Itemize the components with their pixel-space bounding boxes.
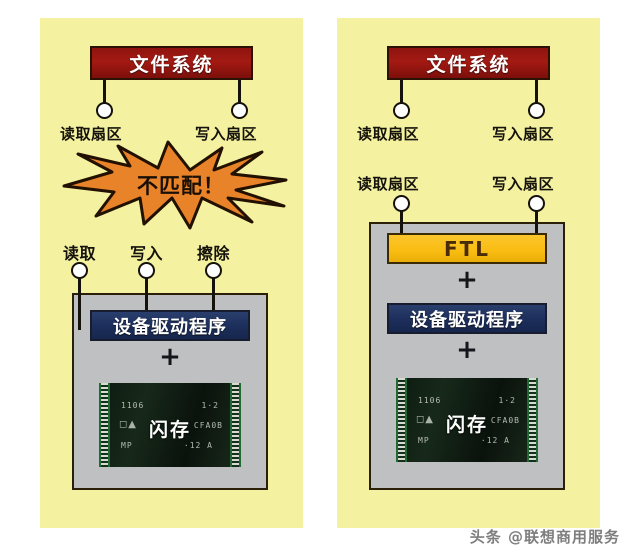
device-driver-label-right: 设备驱动程序 — [410, 309, 524, 331]
device-driver-label-left: 设备驱动程序 — [113, 316, 227, 338]
chip-pins-right-left — [230, 383, 241, 467]
label-write-left: 写入 — [130, 244, 164, 263]
label-read-sector-ftl-right: 读取扇区 — [357, 175, 420, 193]
chip-marking-top-left-left: 1106 — [121, 401, 145, 410]
chip-marking-top-right-left: 1·2 — [201, 401, 219, 410]
chip-body-left — [99, 383, 241, 467]
label-read-sector-left: 读取扇区 — [60, 125, 123, 143]
wire-write-ftl-right — [535, 210, 538, 251]
chip-vendor-logo-right: ◻ ▲ — [416, 414, 433, 425]
wire-read-driver-left — [78, 277, 81, 330]
node-write-left[interactable] — [138, 262, 155, 279]
chip-pins-right-right — [527, 378, 538, 462]
label-read-sector-right: 读取扇区 — [357, 125, 420, 143]
chip-pins-left-left — [99, 383, 110, 467]
wire-read-ftl-right — [400, 210, 403, 251]
filesystem-label-left: 文件系统 — [129, 53, 214, 76]
device-driver-box-right: 设备驱动程序 — [387, 303, 547, 334]
node-read-sector-right[interactable] — [393, 102, 410, 119]
label-read-left: 读取 — [63, 244, 97, 263]
panel-without-ftl: 文件系统 读取扇区 写入扇区 读取 写入 擦除 设备驱动程序 + — [40, 18, 303, 528]
chip-marking-bottom-right-left: ·12 A — [183, 441, 213, 450]
plus-sign-left: + — [159, 342, 181, 372]
chip-marking-bottom-left-left: MP — [121, 441, 133, 450]
node-erase-left[interactable] — [205, 262, 222, 279]
wire-fs-write-left — [238, 80, 241, 104]
label-erase-left: 擦除 — [197, 244, 231, 263]
node-read-sector-ftl-right[interactable] — [393, 195, 410, 212]
chip-marking-bottom-right-right: ·12 A — [480, 436, 510, 445]
panel-with-ftl: 文件系统 读取扇区 写入扇区 读取扇区 写入扇区 FTL + 设备驱动程序 + — [337, 18, 600, 528]
wire-fs-read-right — [400, 80, 403, 104]
wire-fs-write-right — [535, 80, 538, 104]
wire-erase-driver-left — [212, 277, 215, 330]
watermark-text: 头条 @联想商用服务 — [469, 528, 620, 546]
plus-sign-top-right: + — [456, 265, 478, 295]
label-write-sector-ftl-right: 写入扇区 — [492, 175, 555, 193]
chip-body-right — [396, 378, 538, 462]
mismatch-burst: 不匹配！ — [56, 140, 292, 230]
ftl-box-right: FTL — [387, 233, 547, 264]
wire-write-driver-left — [145, 277, 148, 330]
flash-label-right: 闪存 — [445, 414, 488, 436]
burst-shape-icon — [62, 140, 288, 230]
chip-marking-top-left-right: 1106 — [418, 396, 442, 405]
wire-fs-read-left — [103, 80, 106, 104]
flash-label-left: 闪存 — [148, 419, 191, 441]
chip-marking-top-right-right: 1·2 — [498, 396, 516, 405]
filesystem-box-right: 文件系统 — [387, 46, 550, 80]
node-write-sector-left[interactable] — [231, 102, 248, 119]
chip-pins-left-right — [396, 378, 407, 462]
chip-marking-mid-right-left: CFA0B — [193, 421, 223, 430]
mismatch-label: 不匹配！ — [137, 174, 225, 198]
plus-sign-bottom-right: + — [456, 335, 478, 365]
device-driver-box-left: 设备驱动程序 — [90, 310, 250, 341]
ftl-label-right: FTL — [443, 236, 491, 261]
filesystem-box-left: 文件系统 — [90, 46, 253, 80]
chip-marking-bottom-left-right: MP — [418, 436, 430, 445]
node-read-left[interactable] — [71, 262, 88, 279]
node-write-sector-ftl-right[interactable] — [528, 195, 545, 212]
node-read-sector-left[interactable] — [96, 102, 113, 119]
flash-chip-right: 1106 1·2 CFA0B ◻ ▲ MP ·12 A 闪存 — [396, 378, 538, 462]
chip-marking-mid-right-right: CFA0B — [490, 416, 520, 425]
chip-vendor-logo-left: ◻ ▲ — [119, 419, 136, 430]
node-write-sector-right[interactable] — [528, 102, 545, 119]
flash-chip-left: 1106 1·2 CFA0B ◻ ▲ MP ·12 A 闪存 — [99, 383, 241, 467]
label-write-sector-right: 写入扇区 — [492, 125, 555, 143]
filesystem-label-right: 文件系统 — [426, 53, 511, 76]
label-write-sector-left: 写入扇区 — [195, 125, 258, 143]
